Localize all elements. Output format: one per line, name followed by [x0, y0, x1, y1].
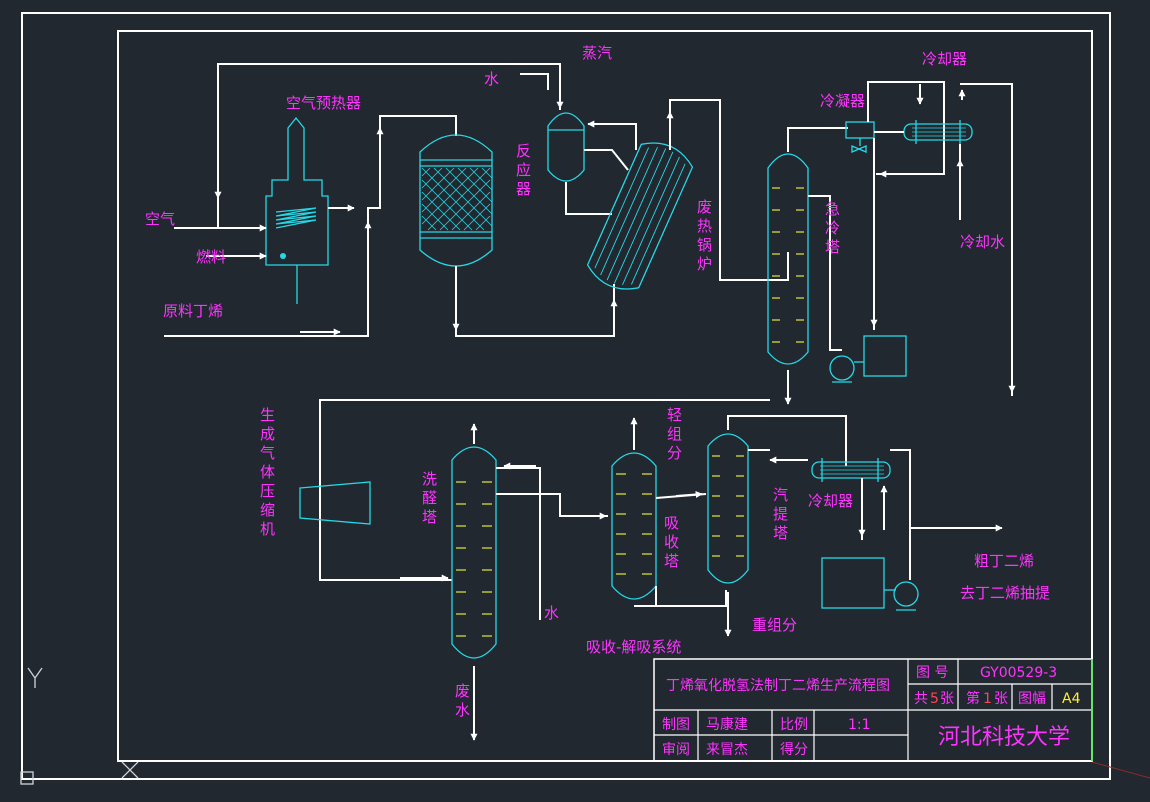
label-condenser-top: 冷凝器 [820, 92, 865, 110]
label-air: 空气 [145, 210, 175, 228]
drawing-no: GY00529-3 [980, 665, 1057, 681]
ucs-origin-icon [20, 761, 139, 785]
drawing-no-label: 图 号 [916, 665, 948, 681]
steam-drum [547, 112, 585, 182]
quench-tower [767, 153, 809, 365]
size-label: 图幅 [1018, 691, 1046, 707]
total-label-pre: 共 [914, 691, 928, 707]
sheet-value: 1 [983, 691, 992, 707]
drawn-by: 马康建 [706, 716, 748, 733]
label-steam: 蒸汽 [582, 44, 612, 62]
label-cooler-top: 冷却器 [922, 50, 967, 68]
label-to-extraction: 去丁二烯抽提 [960, 584, 1050, 602]
reactor [419, 134, 493, 267]
label-water-top: 水 [484, 70, 499, 88]
size-value: A4 [1062, 691, 1081, 707]
label-waste-water: 废水 [455, 682, 470, 719]
cooler-top [903, 120, 973, 144]
ucs-y-axis-icon [27, 667, 43, 688]
label-stripping-tower: 汽提塔 [773, 486, 788, 542]
label-heavy-components: 重组分 [752, 616, 797, 634]
inner-border [117, 30, 1093, 762]
label-absorption-system: 吸收-解吸系统 [586, 638, 681, 656]
drawing-title: 丁烯氧化脱氢法制丁二烯生产流程图 [666, 678, 890, 694]
label-waste-heat-boiler: 废热锅炉 [697, 198, 712, 273]
pump-bottom [884, 581, 919, 611]
label-cooling-water: 冷却水 [960, 233, 1005, 251]
label-wash-tower: 洗醛塔 [422, 470, 437, 526]
compressor [299, 481, 371, 525]
label-cooler-bottom: 冷却器 [808, 492, 853, 510]
label-feed-butene: 原料丁烯 [163, 302, 223, 320]
label-absorption-tower: 吸收塔 [664, 514, 679, 570]
label-crude-butadiene: 粗丁二烯 [974, 552, 1034, 570]
sheet-label-pre: 第 [966, 690, 980, 707]
pump-top [829, 355, 864, 383]
label-reactor: 反应器 [516, 142, 531, 198]
label-compressor: 生成气体压缩机 [260, 406, 275, 538]
stray-line [1091, 761, 1150, 779]
title-block [653, 658, 1093, 762]
condenser-top [845, 121, 875, 153]
total-value: 5 [930, 691, 939, 707]
total-label-post: 张 [940, 691, 954, 707]
drawn-label: 制图 [662, 717, 690, 733]
label-water-bottom: 水 [544, 604, 559, 622]
stripping-tower [707, 433, 749, 584]
absorption-tower [611, 452, 657, 600]
label-light-components: 轻组分 [667, 406, 682, 462]
outer-border [21, 12, 1111, 780]
air-preheater [265, 116, 329, 304]
checked-label: 审阅 [662, 742, 690, 758]
label-fuel: 燃料 [196, 248, 226, 266]
label-air-preheater: 空气预热器 [286, 94, 361, 112]
cooler-bottom [811, 458, 891, 482]
wash-tower [451, 446, 497, 659]
scale-label: 比例 [780, 717, 808, 733]
score-label: 得分 [780, 741, 808, 758]
tank-bottom [821, 557, 885, 609]
institution-name: 河北科技大学 [938, 725, 1070, 750]
waste-heat-boiler [586, 142, 694, 290]
sheet-label-post: 张 [994, 691, 1008, 707]
tank-top [863, 335, 907, 377]
checked-by: 来冒杰 [706, 742, 748, 758]
label-quench-tower: 急冷塔 [825, 200, 840, 256]
scale-value: 1:1 [848, 717, 871, 733]
